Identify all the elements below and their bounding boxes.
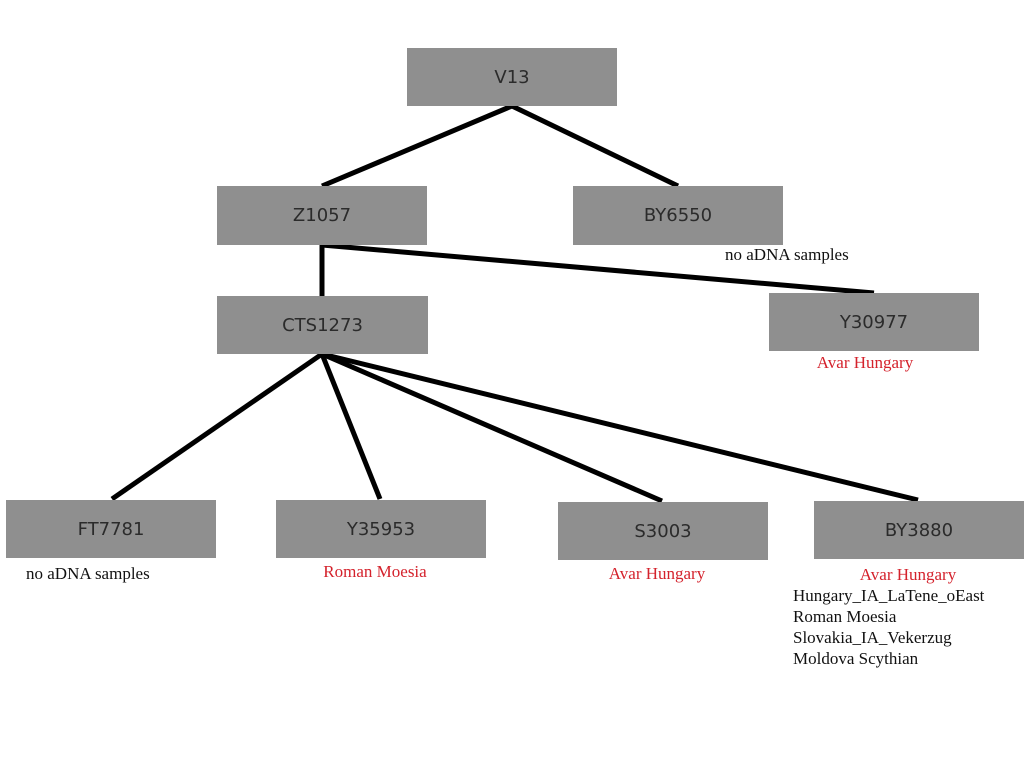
note-by3880-item: Moldova Scythian [793,649,919,668]
edge-cts1273-y35953 [319,353,383,500]
note-y35953: Roman Moesia [323,562,427,581]
edge-cts1273-s3003 [321,351,663,504]
node-by3880: BY3880 [814,501,1024,559]
note-by3880-item: Slovakia_IA_Vekerzug [793,628,952,647]
note-by3880-red: Avar Hungary [859,565,957,584]
edge-cts1273-by3880 [321,351,919,503]
edge-cts1273-ft7781 [110,351,324,502]
node-z1057: Z1057 [217,186,427,245]
node-cts1273: CTS1273 [217,296,428,354]
note-s3003: Avar Hungary [608,564,706,583]
note-by3880-item: Hungary_IA_LaTene_oEast [793,586,985,605]
note-y30977: Avar Hungary [816,353,914,372]
note-ft7781: no aDNA samples [26,564,150,583]
edge-v13-by6550 [510,103,680,189]
edge-v13-z1057 [321,103,513,189]
edge-z1057-y30977 [321,242,875,296]
node-y30977: Y30977 [769,293,979,351]
node-by6550: BY6550 [573,186,783,245]
note-by3880-item: Roman Moesia [793,607,897,626]
node-s3003: S3003 [558,502,768,560]
node-y35953: Y35953 [276,500,486,558]
note-by6550: no aDNA samples [725,245,849,264]
node-ft7781: FT7781 [6,500,216,558]
node-v13: V13 [407,48,617,106]
